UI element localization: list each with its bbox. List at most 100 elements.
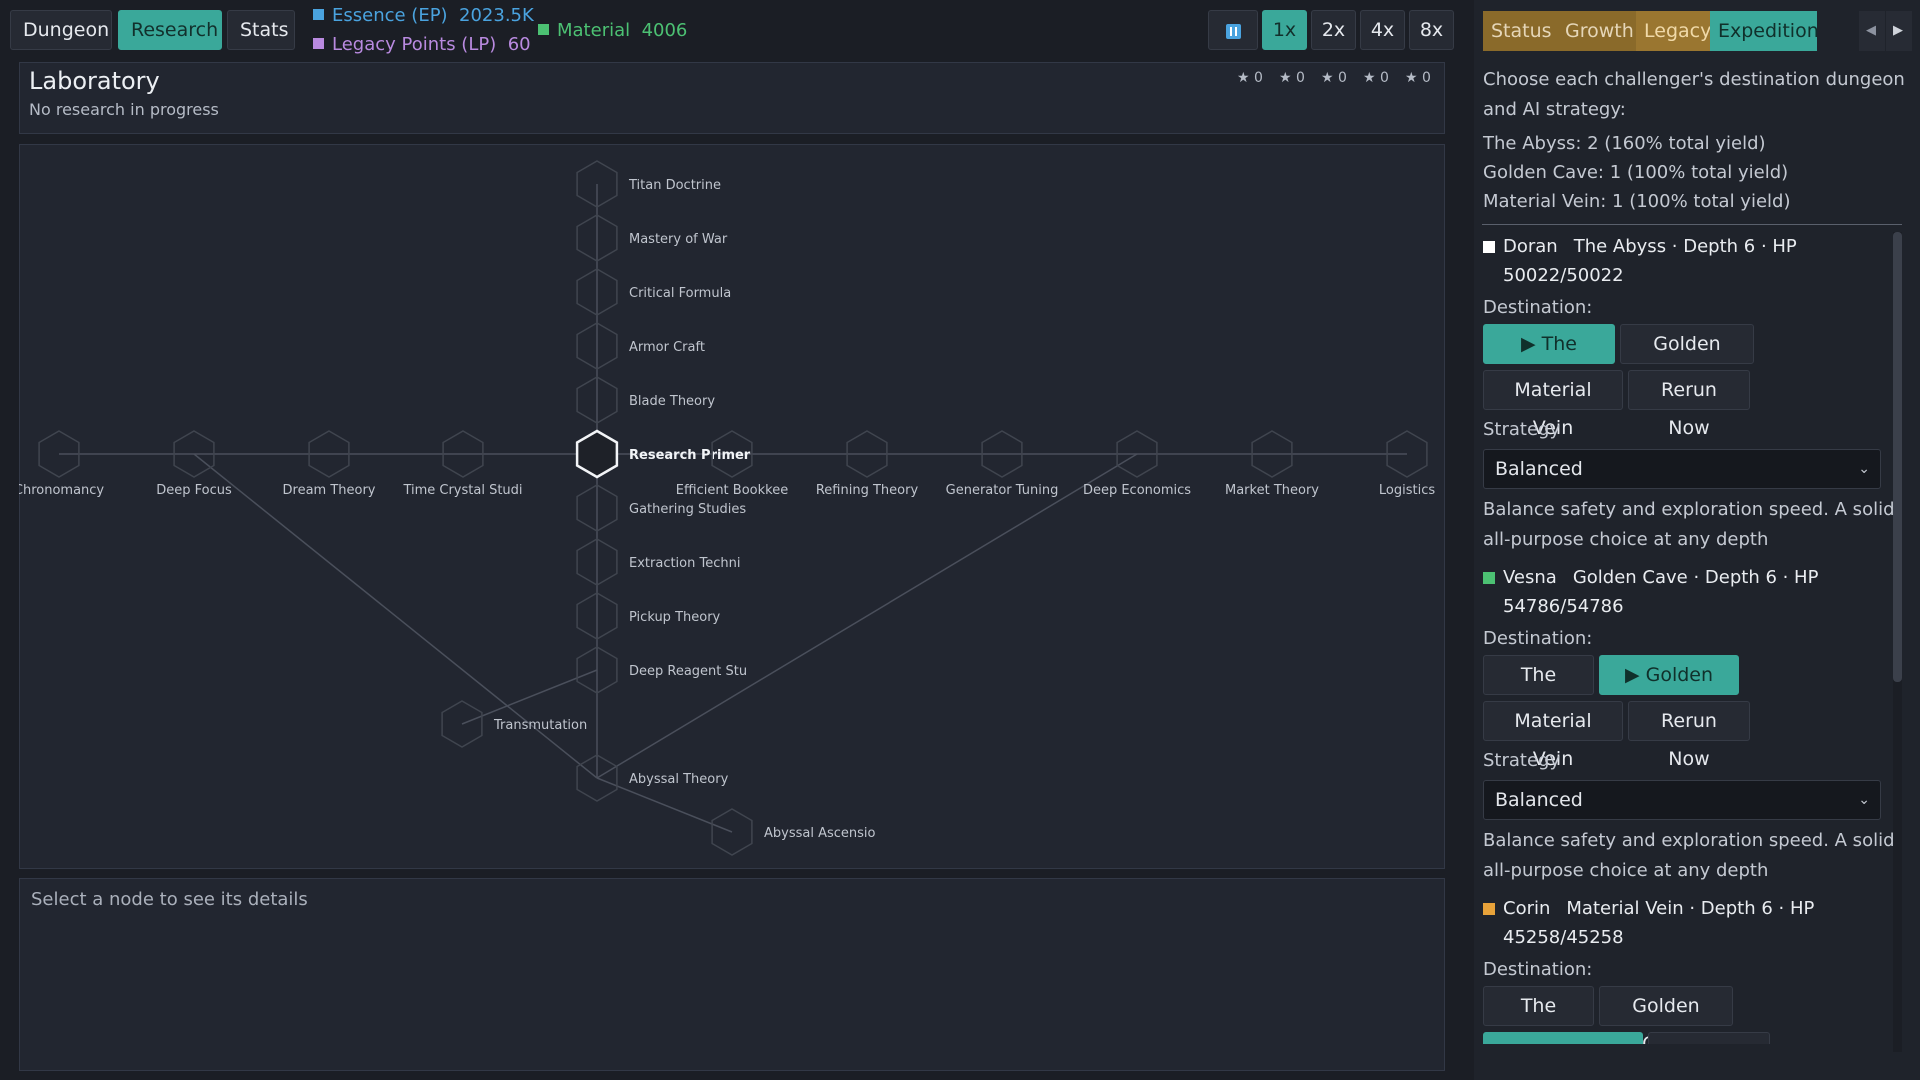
tree-node[interactable]: Mastery of War bbox=[576, 214, 728, 262]
tree-node-label: Efficient Bookkee bbox=[676, 483, 788, 498]
tree-node[interactable]: Transmutation bbox=[441, 700, 587, 748]
node-details-panel bbox=[19, 878, 1445, 1071]
tree-node[interactable]: Chronomancy bbox=[19, 430, 104, 498]
tree-node-label: Refining Theory bbox=[816, 483, 919, 498]
nav-dungeon-button[interactable]: Dungeon bbox=[10, 10, 112, 50]
tree-node-hex[interactable] bbox=[1116, 430, 1158, 478]
nav-stats-button[interactable]: Stats bbox=[227, 10, 295, 50]
nav-research-button[interactable]: Research bbox=[118, 10, 222, 50]
tree-node[interactable]: Refining Theory bbox=[816, 430, 919, 498]
tree-node[interactable]: Pickup Theory bbox=[576, 592, 721, 640]
tree-node-hex[interactable] bbox=[576, 322, 618, 370]
tree-node-hex[interactable] bbox=[576, 376, 618, 424]
destination-material-vein-button[interactable]: Material Vein bbox=[1483, 370, 1623, 439]
strategy-description: Balance safety and exploration speed. A … bbox=[1483, 499, 1895, 520]
lp-swatch bbox=[313, 38, 324, 49]
speed-4x-button[interactable]: 4x bbox=[1360, 10, 1405, 50]
tree-node-hex[interactable] bbox=[173, 430, 215, 478]
tree-node-hex[interactable] bbox=[576, 484, 618, 532]
rerun-now-button[interactable]: Rerun Now bbox=[1628, 701, 1750, 770]
tree-node-hex[interactable] bbox=[308, 430, 350, 478]
tree-node[interactable]: Blade Theory bbox=[576, 376, 715, 424]
speed-8x-button[interactable]: 8x bbox=[1409, 10, 1454, 50]
chevron-down-icon: ⌄ bbox=[1858, 792, 1870, 808]
destination-abyss-button[interactable]: ▶ The Abyss bbox=[1483, 324, 1615, 393]
lp-label: Legacy Points (LP) bbox=[332, 34, 497, 55]
destination-material-vein-button[interactable]: ▶ Material Vein bbox=[1483, 1032, 1643, 1044]
tab-scroll-right[interactable]: ▶ bbox=[1886, 11, 1912, 51]
research-tree-panel[interactable] bbox=[19, 144, 1445, 869]
tree-node[interactable]: Time Crystal Studi bbox=[402, 430, 523, 498]
destination-golden-cave-button[interactable]: Golden Cave bbox=[1620, 324, 1754, 393]
tree-node[interactable]: Armor Craft bbox=[576, 322, 705, 370]
tree-node-hex[interactable] bbox=[576, 646, 618, 694]
tree-node-label: Armor Craft bbox=[629, 340, 705, 355]
tree-node-hex[interactable] bbox=[576, 214, 618, 262]
selected-play-icon: ▶ bbox=[1624, 664, 1646, 686]
tree-node-hex[interactable] bbox=[576, 268, 618, 316]
strategy-select[interactable]: Balanced⌄ bbox=[1483, 449, 1881, 489]
tree-node[interactable]: Gathering Studies bbox=[576, 484, 746, 532]
tab-status[interactable]: Status bbox=[1483, 11, 1557, 51]
tree-node[interactable]: Research Primer bbox=[575, 429, 751, 479]
tree-node-label: Abyssal Ascensio bbox=[764, 826, 876, 841]
tree-node[interactable]: Deep Reagent Stu bbox=[576, 646, 747, 694]
tree-node-hex[interactable] bbox=[711, 430, 753, 478]
tree-node[interactable]: Dream Theory bbox=[283, 430, 376, 498]
tree-node-hex[interactable] bbox=[441, 700, 483, 748]
pause-button[interactable] bbox=[1208, 10, 1258, 50]
tree-node-label: Deep Focus bbox=[156, 483, 232, 498]
tree-node-label: Gathering Studies bbox=[629, 502, 746, 517]
chevron-left-icon: ◀ bbox=[1866, 23, 1876, 38]
scrollbar-thumb[interactable] bbox=[1893, 232, 1902, 682]
tree-node[interactable]: Critical Formula bbox=[576, 268, 731, 316]
tree-node-hex[interactable] bbox=[576, 160, 618, 208]
tree-node-hex[interactable] bbox=[981, 430, 1023, 478]
destination-abyss-button[interactable]: The Abyss bbox=[1483, 986, 1594, 1044]
destination-material-vein-button[interactable]: Material Vein bbox=[1483, 701, 1623, 770]
tree-node-hex[interactable] bbox=[1386, 430, 1428, 478]
destination-golden-cave-button[interactable]: ▶ Golden Cave bbox=[1599, 655, 1739, 724]
tree-node[interactable]: Efficient Bookkee bbox=[676, 430, 788, 498]
tree-node-hex[interactable] bbox=[576, 592, 618, 640]
strategy-label: Strategy bbox=[1483, 419, 1561, 440]
tree-node-hex[interactable] bbox=[1251, 430, 1293, 478]
tree-node[interactable]: Market Theory bbox=[1225, 430, 1319, 498]
tree-edge bbox=[596, 453, 1138, 779]
tree-node[interactable]: Abyssal Theory bbox=[576, 754, 729, 802]
essence-label: Essence (EP) bbox=[332, 5, 448, 26]
tree-node[interactable]: Deep Economics bbox=[1083, 430, 1191, 498]
laboratory-header bbox=[19, 62, 1445, 134]
strategy-description: all-purpose choice at any depth bbox=[1483, 529, 1769, 550]
tree-node-hex[interactable] bbox=[576, 538, 618, 586]
tab-scroll-left[interactable]: ◀ bbox=[1859, 11, 1885, 51]
destination-golden-cave-button[interactable]: Golden Cave bbox=[1599, 986, 1733, 1044]
tree-node-hex[interactable] bbox=[576, 754, 618, 802]
tab-growth[interactable]: Growth bbox=[1557, 11, 1636, 51]
strategy-select[interactable]: Balanced⌄ bbox=[1483, 780, 1881, 820]
tree-node[interactable]: Logistics bbox=[1379, 430, 1435, 498]
tree-node[interactable]: Titan Doctrine bbox=[576, 160, 721, 208]
tree-node[interactable]: Generator Tuning bbox=[946, 430, 1059, 498]
destination-abyss-button[interactable]: The Abyss bbox=[1483, 655, 1594, 724]
tree-node[interactable]: Abyssal Ascensio bbox=[711, 808, 876, 856]
tab-expedition[interactable]: Expedition bbox=[1710, 11, 1819, 51]
tab-legacy[interactable]: Legacy bbox=[1636, 11, 1711, 51]
tree-node[interactable]: Extraction Techni bbox=[576, 538, 740, 586]
rerun-now-button[interactable]: Rerun Now bbox=[1648, 1032, 1770, 1044]
speed-2x-button[interactable]: 2x bbox=[1311, 10, 1356, 50]
tree-node-hex[interactable] bbox=[711, 808, 753, 856]
tree-edge bbox=[461, 669, 598, 725]
tree-node-hex[interactable] bbox=[442, 430, 484, 478]
speed-1x-button[interactable]: 1x bbox=[1262, 10, 1307, 50]
tree-node-hex[interactable] bbox=[575, 429, 619, 479]
rerun-now-button[interactable]: Rerun Now bbox=[1628, 370, 1750, 439]
tree-node-hex[interactable] bbox=[38, 430, 80, 478]
tree-node[interactable]: Deep Focus bbox=[156, 430, 232, 498]
tree-node-hex[interactable] bbox=[846, 430, 888, 478]
